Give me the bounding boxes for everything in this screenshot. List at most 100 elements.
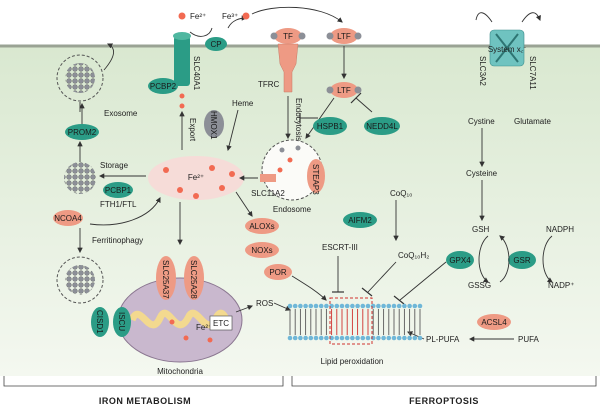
pufa-label: PUFA	[518, 335, 540, 344]
cystine-import-arrow	[475, 12, 493, 23]
export-fe-2	[179, 103, 185, 109]
slc40a1-label: SLC40A1	[192, 56, 201, 91]
etc-box	[209, 315, 233, 331]
lipid-head	[402, 303, 407, 309]
exosome-vesicle	[56, 54, 104, 102]
lipid-head	[350, 303, 355, 309]
lipid-head	[339, 303, 345, 309]
nedd4l-protein	[364, 117, 400, 135]
lip-fe-6	[229, 171, 235, 177]
hmox1-label: HMOX1	[209, 111, 218, 140]
endosome-fe-1	[279, 147, 285, 153]
cp-label: CP	[210, 40, 221, 49]
mito-fe-2	[183, 335, 189, 341]
exosome-release-arrow-up	[103, 43, 114, 71]
mito-fe-3	[207, 337, 213, 343]
slc11a2-label: SLC11A2	[251, 189, 285, 198]
slc25a37-protein	[156, 256, 176, 300]
pcbp1-protein	[103, 182, 133, 198]
tfrc-label: TFRC	[258, 80, 280, 89]
tf-label: TF	[283, 32, 293, 41]
hspb1-protein	[313, 117, 347, 135]
endosome-fe-3	[287, 157, 293, 163]
prom2-protein	[65, 124, 99, 140]
lipid-head	[298, 303, 303, 309]
coq10h2-inhibit-bar	[361, 287, 373, 297]
autophagosome-ferritin	[65, 265, 95, 295]
lip-fe-2	[177, 187, 183, 193]
gsr-label: GSR	[513, 256, 531, 265]
etc-label: ETC	[213, 319, 229, 328]
gpx4-label: GPX4	[449, 256, 471, 265]
lip-fe-5	[193, 193, 199, 199]
exosome-label: Exosome	[104, 109, 138, 118]
noxs-label: NOXs	[251, 246, 272, 255]
lipid-head	[344, 335, 350, 341]
tf-iron-right	[298, 32, 306, 40]
iscu-protein	[113, 307, 131, 337]
mitochondria-label: Mitochondria	[157, 367, 203, 376]
lipid-bilayer	[287, 303, 423, 341]
storage-label: Storage	[100, 161, 129, 170]
fth1-ftl-label: FTH1/FTL	[100, 200, 137, 209]
lipid-head	[313, 335, 319, 341]
ncoa4-protein	[53, 210, 83, 226]
ncoa4-label: NCOA4	[54, 214, 82, 223]
lipid-head	[334, 335, 340, 341]
slc25a28-label: SLC25A28	[189, 260, 198, 299]
slc11a2-channel	[260, 174, 276, 182]
escrt-label: ESCRT-III	[322, 243, 358, 252]
prom2-label: PROM2	[68, 128, 97, 137]
aifm2-label: AIFM2	[348, 216, 372, 225]
glutamate-export-arrow	[521, 12, 541, 23]
nadph-label: NADPH	[546, 225, 574, 234]
lipid-peroxidation-label: Lipid peroxidation	[321, 357, 384, 366]
fe2-ion-top	[178, 12, 186, 20]
lip-fe-4	[219, 185, 225, 191]
steap3-protein	[307, 159, 325, 193]
fe3-to-tf-arrow	[251, 6, 343, 23]
lip-fe-3	[209, 165, 215, 171]
iscu-label: ISCU	[117, 312, 126, 331]
slc25a28-protein	[184, 256, 204, 300]
lip-to-alox-arrow	[235, 191, 253, 217]
lipid-head	[308, 335, 314, 341]
cp-arrow-in	[189, 27, 213, 37]
lipid-head	[292, 303, 298, 309]
aifm2-protein	[343, 212, 377, 228]
cystine-label: Cystine	[468, 117, 495, 126]
acsl4-protein	[477, 314, 511, 330]
slc40a1-channel	[174, 36, 190, 86]
acsl4-label: ACSL4	[481, 318, 507, 327]
lipid-peroxidation-box	[329, 297, 373, 345]
lipid-head	[417, 303, 423, 309]
tf-iron-left	[270, 32, 278, 40]
hmox1-protein	[204, 110, 224, 138]
coq10-label: CoQ₁₀	[390, 189, 412, 198]
export-fe-1	[179, 93, 185, 99]
export-label: Export	[188, 118, 197, 142]
exosome-ferritin	[65, 63, 95, 93]
mito-fe-label: Fe²⁺	[196, 323, 212, 332]
lipid-head	[303, 335, 308, 341]
ltf-inner-iron-right	[354, 86, 362, 94]
slc40a1-cap	[173, 32, 191, 40]
ltf-iron-right	[354, 32, 362, 40]
endosome-fe-4	[277, 167, 283, 173]
footer-ferroptosis: FERROPTOSIS	[409, 396, 479, 406]
ltf-label-outer: LTF	[337, 32, 351, 41]
cp-protein	[205, 37, 227, 51]
mitochondria-cristae	[128, 309, 231, 329]
tf-protein	[274, 28, 302, 44]
lipid-head	[287, 303, 293, 309]
heme-arrow	[226, 109, 239, 152]
glutamate-label: Glutamate	[514, 117, 551, 126]
lipid-head	[381, 303, 386, 309]
system-xc-label: System x꜀⁻	[488, 45, 527, 54]
lipid-head	[360, 335, 366, 341]
lipid-head	[376, 335, 381, 341]
gsh-label: GSH	[472, 225, 490, 234]
lipid-head	[365, 303, 371, 309]
lipid-head	[402, 335, 407, 341]
ltf-to-endosome-arrow	[305, 97, 335, 139]
